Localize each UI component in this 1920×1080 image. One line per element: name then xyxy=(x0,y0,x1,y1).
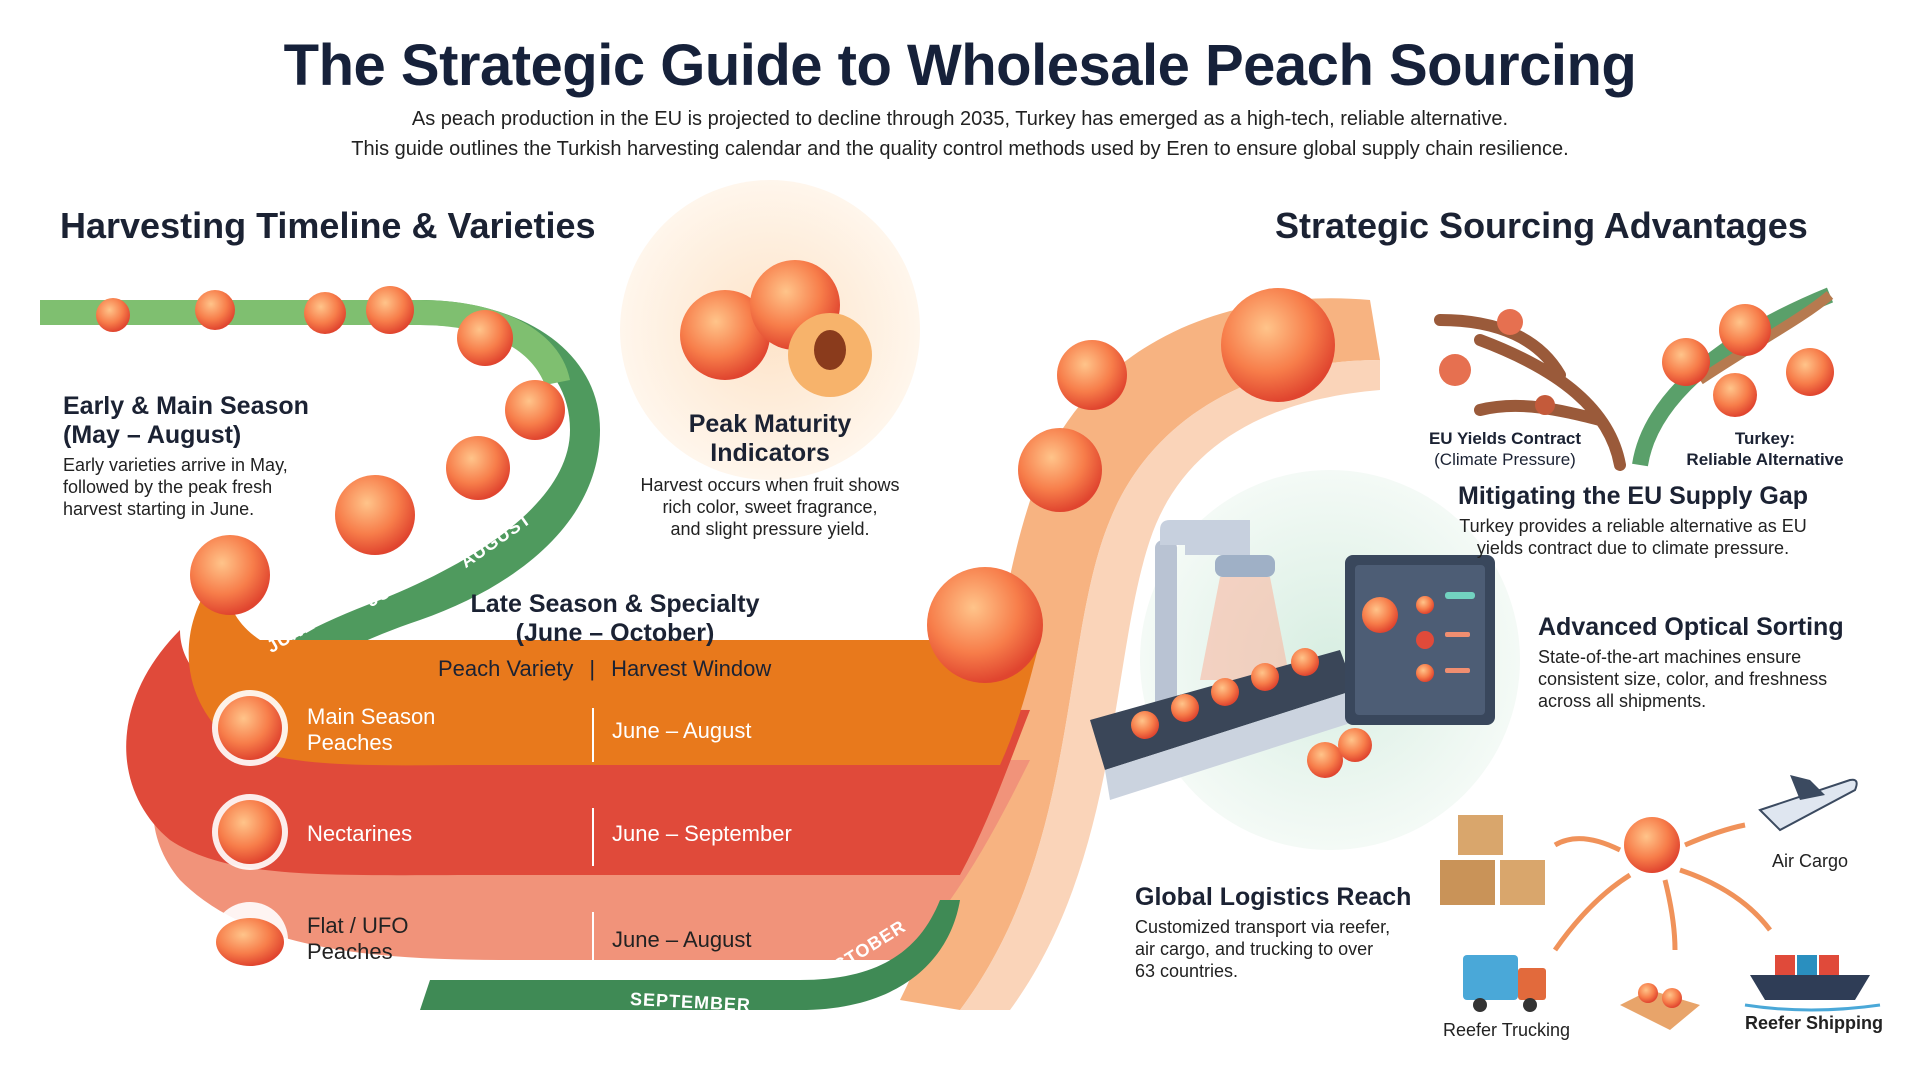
peach-hub-icon xyxy=(1624,817,1680,873)
harvest-window: June – August xyxy=(612,927,752,952)
logistics-title: Global Logistics Reach xyxy=(1135,883,1412,911)
subtitle-line-1: As peach production in the EU is project… xyxy=(411,108,1509,130)
col-separator: | xyxy=(589,656,596,681)
timeline-peaches xyxy=(96,286,565,615)
cargo-ship-icon xyxy=(1744,955,1881,1012)
page-title: The Strategic Guide to Wholesale Peach S… xyxy=(283,33,1637,98)
maturity-block: Peak Maturity Indicators Harvest occurs … xyxy=(620,410,920,540)
supply-gap-title: Mitigating the EU Supply Gap xyxy=(1458,482,1808,510)
supply-gap-text: Turkey provides a reliable alternative a… xyxy=(1459,516,1807,536)
eu-yields-label: EU Yields Contract (Climate Pressure) xyxy=(1405,428,1605,470)
peach-icon xyxy=(218,696,282,760)
variety-row: Nectarines xyxy=(307,821,412,847)
optical-sorting-text: State-of-the-art machines ensure xyxy=(1538,647,1802,667)
logistics-hub xyxy=(1440,775,1881,1030)
reefer-trucking-label: Reefer Trucking xyxy=(1443,1020,1571,1040)
air-cargo-label: Air Cargo xyxy=(1772,851,1849,871)
early-season-text: harvest starting in June. xyxy=(63,499,255,519)
variety-table-header: Peach Variety | Harvest Window xyxy=(438,656,771,682)
nectarine-icon xyxy=(218,800,282,864)
logistics-text: air cargo, and trucking to over xyxy=(1135,939,1374,959)
optical-sorter xyxy=(1090,520,1495,800)
subtitle-line-2: This guide outlines the Turkish harvesti… xyxy=(351,138,1569,160)
logistics-text: Customized transport via reefer, xyxy=(1135,917,1391,937)
turkey-label: Turkey: Reliable Alternative xyxy=(1665,428,1865,470)
harvest-window: June – August xyxy=(612,718,752,743)
early-season-text: Early varieties arrive in May, xyxy=(63,455,288,475)
maturity-text: and slight pressure yield. xyxy=(670,519,870,539)
col-variety: Peach Variety xyxy=(438,656,574,681)
late-season-range: (June – October) xyxy=(515,619,715,647)
variety-row: Main Season Peaches xyxy=(307,704,435,756)
airplane-icon xyxy=(1758,775,1858,832)
turkey-label-title: Turkey: xyxy=(1734,429,1796,448)
early-season-block: Early & Main Season (May – August) Early… xyxy=(63,392,309,520)
eu-label-sub: (Climate Pressure) xyxy=(1434,450,1576,469)
variety-name: Flat / UFO xyxy=(307,913,409,938)
peach-crate-icon xyxy=(1620,983,1700,1030)
late-season-title: Late Season & Specialty xyxy=(470,590,760,618)
boxes-icon xyxy=(1440,815,1545,905)
variety-name: Peaches xyxy=(307,939,393,964)
month-may: MAY xyxy=(148,348,190,368)
maturity-title: Indicators xyxy=(710,439,830,467)
variety-row: Flat / UFO Peaches xyxy=(307,913,408,965)
reefer-truck-icon xyxy=(1463,955,1546,1012)
variety-name: Main Season xyxy=(307,704,436,729)
maturity-text: rich color, sweet fragrance, xyxy=(662,497,878,517)
early-season-range: (May – August) xyxy=(63,421,242,449)
optical-sorting-text: across all shipments. xyxy=(1538,691,1707,711)
col-window: Harvest Window xyxy=(611,656,772,681)
variety-name: Nectarines xyxy=(307,821,413,846)
maturity-title: Peak Maturity xyxy=(688,410,852,438)
optical-sorting-block: Advanced Optical Sorting State-of-the-ar… xyxy=(1538,613,1844,712)
supply-gap-text: yields contract due to climate pressure. xyxy=(1476,538,1790,558)
early-season-title: Early & Main Season xyxy=(63,392,309,420)
logistics-block: Global Logistics Reach Customized transp… xyxy=(1135,883,1411,982)
late-season-block: Late Season & Specialty (June – October) xyxy=(440,590,790,648)
variety-name: Peaches xyxy=(307,730,393,755)
supply-gap-block: Mitigating the EU Supply Gap Turkey prov… xyxy=(1433,482,1833,559)
optical-sorting-text: consistent size, color, and freshness xyxy=(1538,669,1828,689)
flat-peach-icon xyxy=(216,918,284,966)
early-season-text: followed by the peak fresh xyxy=(63,477,273,497)
reefer-shipping-label: Reefer Shipping xyxy=(1745,1013,1884,1033)
harvest-timeline-heading: Harvesting Timeline & Varieties xyxy=(60,205,596,246)
turkey-label-sub: Reliable Alternative xyxy=(1686,450,1844,469)
eu-label-title: EU Yields Contract xyxy=(1428,429,1582,448)
maturity-text: Harvest occurs when fruit shows xyxy=(640,475,900,495)
logistics-text: 63 countries. xyxy=(1135,961,1239,981)
optical-sorting-title: Advanced Optical Sorting xyxy=(1538,613,1844,641)
harvest-window: June – September xyxy=(612,821,792,846)
sourcing-advantages-heading: Strategic Sourcing Advantages xyxy=(1275,205,1808,246)
